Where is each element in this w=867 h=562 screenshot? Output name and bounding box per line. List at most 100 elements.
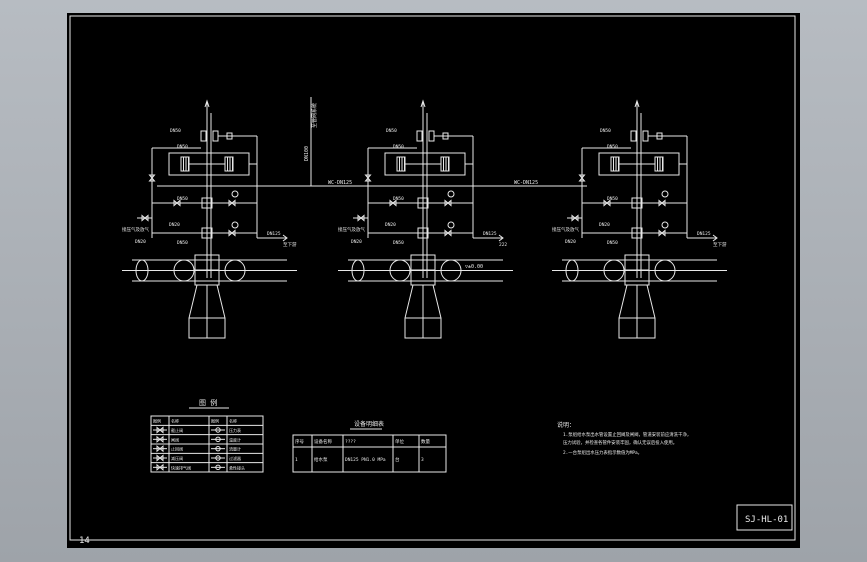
equipment-cell: 3 [421,457,424,463]
legend-symbol-valve [156,426,164,434]
drawing-number: SJ-HL-01 [745,515,788,525]
legend-cell: 截止阀 [171,427,183,433]
top-valve-b [212,130,219,142]
legend-cell: 温度计 [229,436,241,442]
meter-element-a [396,156,406,172]
legend-cell: 压力表 [229,427,241,433]
drawing-border [69,15,796,541]
equipment-cell: DN125 PN1.0 MPa [345,457,386,463]
mid-valve-left [603,199,611,207]
legend-cell: 减压阀 [171,455,183,461]
label-low: DN50 [393,240,404,246]
drain-arrow [712,234,718,242]
equipment-header-cell: 数量 [421,438,430,445]
legend-symbol-gauge [215,436,221,443]
label-steam: DN20 [351,239,362,245]
equipment-header-cell: 单位 [395,438,404,445]
legend-cell: 止回阀 [171,446,183,452]
legend-cell: 图例 [211,418,219,424]
label-pressure-gauge: DN20 [599,222,610,228]
legend-cell: 名称 [171,418,179,424]
label-supply-top: DN50 [170,128,181,134]
label-air: 接压气及放气 [338,226,365,233]
drain-arrow [498,234,504,242]
equipment-header-cell: 序号 [295,438,304,445]
mid-gauge [661,190,669,198]
label-steam: DN20 [135,239,146,245]
label-header: DN50 [393,144,404,150]
mid-valve [444,199,452,207]
label-drain-note: 至下游 [283,241,297,248]
label-low: DN50 [607,240,618,246]
notes-title: 说明： [557,421,575,429]
mid-gauge [231,190,239,198]
legend-symbol-valve [156,445,164,453]
low-check-valve [201,227,213,239]
legend-symbol-gauge [215,445,221,452]
equipment-cell: 1 [295,457,298,463]
label-header: DN50 [177,144,188,150]
top-branch-valve [656,132,663,140]
legend-cell: 过滤器 [229,455,241,461]
legend-cell: 闸阀 [171,436,179,442]
legend-symbol-gauge [215,464,221,471]
low-gauge [231,221,239,229]
top-valve-a [416,130,423,142]
legend: 图 例 图例名称图例名称截止阀压力表闸阀温度计止回阀流量计减压阀过滤器快速排气阀… [150,398,264,473]
elevation-label: ▽±0.00 [465,264,483,270]
bypass-valve [364,174,372,182]
legend-symbol-valve [156,463,164,471]
page-number: 14 [79,536,90,546]
meter-element-a [610,156,620,172]
cad-drawing-canvas[interactable]: SJ-HL-01 14 DN50DN50DN50DN20DN50DN125至下游… [67,13,800,548]
mid-valve-left [389,199,397,207]
legend-cell: 图例 [153,418,161,424]
low-valve [658,229,666,237]
label-header: DN50 [607,144,618,150]
mid-valve [228,199,236,207]
drain-arrow [282,234,288,242]
label-mid: DN50 [607,196,618,202]
label-drain-note: 至下游 [713,241,727,248]
label-drain: DN125 [697,231,711,237]
low-gauge [661,221,669,229]
top-arrow [420,99,426,108]
label-drain: DN125 [483,231,497,237]
legend-symbol-gauge [215,427,221,433]
equipment-header-cell: 设备名称 [314,438,332,445]
air-valve [357,214,365,222]
low-check-valve [417,227,429,239]
low-gauge [447,221,455,229]
label-drain: DN125 [267,231,281,237]
mid-valve [658,199,666,207]
notes: 说明： 1.泵组给水泵出水管设置止回阀及闸阀，管道安装前应清洗干净， 压力试验，… [557,421,691,456]
top-branch-valve [442,132,449,140]
label-air: 接压气及放气 [552,226,579,233]
notes-line-1: 1.泵组给水泵出水管设置止回阀及闸阀，管道安装前应清洗干净， [563,431,691,438]
equipment-cell: 给水泵 [314,456,328,463]
top-arrow [634,99,640,108]
pump-units: DN50DN50DN50DN20DN50DN125至下游接压气及放气DN20DN… [122,99,727,339]
label-air: 接压气及放气 [122,226,149,233]
top-valve-a [630,130,637,142]
label-supply-top: DN50 [600,128,611,134]
equipment-title: 设备明细表 [354,420,384,428]
check-valve [417,197,429,209]
legend-cell: 名称 [229,418,237,424]
riser-label: DN100 [304,146,310,161]
check-valve [631,197,643,209]
bypass-valve [148,174,156,182]
meter-element-b [440,156,450,172]
title-block-box [736,504,793,531]
legend-cell: 柔性接头 [229,464,245,470]
label-supply-top: DN50 [386,128,397,134]
notes-line-2: 压力试验，并检查各管件安装牢固，确认无误后投入使用。 [563,439,677,446]
mid-gauge [447,190,455,198]
riser-top-label: 至管网系统 [311,103,318,128]
top-valve-b [428,130,435,142]
